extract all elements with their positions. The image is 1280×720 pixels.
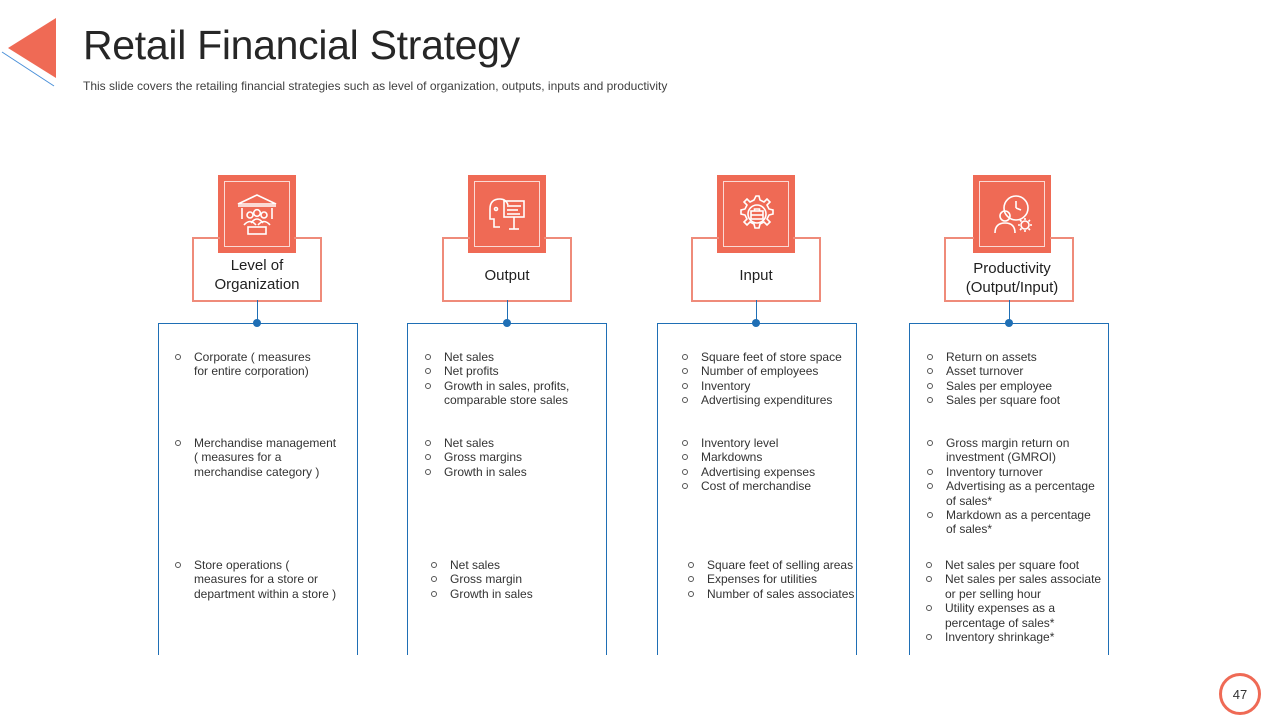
list-item: Advertising expenditures [681, 393, 842, 407]
list-item: Asset turnover [926, 364, 1060, 378]
list-item: Advertising expenses [681, 465, 815, 479]
list-item: Inventory turnover [926, 465, 1095, 479]
column-label-output: Output [484, 267, 530, 284]
list-item: Square feet of selling areas [687, 558, 854, 572]
measure-list: Net sales Net profits Growth in sales, p… [424, 350, 569, 408]
list-item: Inventory shrinkage* [925, 630, 1101, 644]
list-item: Inventory [681, 379, 842, 393]
measure-list: Square feet of selling areas Expenses fo… [687, 558, 854, 601]
page-number-badge: 47 [1219, 673, 1261, 715]
measure-list: Store operations (measures for a store o… [174, 558, 336, 601]
gear-briefcase-icon [717, 175, 795, 253]
column-panel [158, 323, 358, 655]
person-clock-gear-icon [973, 175, 1051, 253]
list-item: Sales per square foot [926, 393, 1060, 407]
presentation-board-icon [468, 175, 546, 253]
column-label-level-of-organization: Level of Organization [214, 257, 300, 293]
list-item: Growth in sales [430, 587, 533, 601]
list-item: Gross margins [424, 450, 527, 464]
list-item: Growth in sales [424, 465, 527, 479]
list-item: Store operations (measures for a store o… [174, 558, 336, 601]
list-item: Sales per employee [926, 379, 1060, 393]
list-item: Net sales [424, 436, 527, 450]
list-item: Cost of merchandise [681, 479, 815, 493]
list-item: Net sales per square foot [925, 558, 1101, 572]
list-item: Net sales [424, 350, 569, 364]
page-subtitle: This slide covers the retailing financia… [83, 79, 668, 93]
column-panel [909, 323, 1109, 655]
column-label-input: Input [739, 267, 773, 284]
page-number: 47 [1232, 686, 1248, 702]
list-item: Number of employees [681, 364, 842, 378]
list-item: Gross margin [430, 572, 533, 586]
list-item: Square feet of store space [681, 350, 842, 364]
column-panel [407, 323, 607, 655]
list-item: Return on assets [926, 350, 1060, 364]
corner-triangle-decoration [1, 18, 56, 87]
measure-list: Inventory level Markdowns Advertising ex… [681, 436, 815, 494]
measure-list: Net sales Gross margins Growth in sales [424, 436, 527, 479]
bank-people-icon [218, 175, 296, 253]
list-item: Net sales [430, 558, 533, 572]
list-item: Net profits [424, 364, 569, 378]
column-label-productivity: Productivity (Output/Input) [965, 260, 1059, 296]
list-item: Growth in sales, profits,comparable stor… [424, 379, 569, 408]
measure-list: Net sales Gross margin Growth in sales [430, 558, 533, 601]
measure-list: Square feet of store space Number of emp… [681, 350, 842, 408]
list-item: Markdowns [681, 450, 815, 464]
list-item: Number of sales associates [687, 587, 854, 601]
list-item: Inventory level [681, 436, 815, 450]
measure-list: Return on assets Asset turnover Sales pe… [926, 350, 1060, 408]
page-title: Retail Financial Strategy [83, 22, 520, 68]
column-panel [657, 323, 857, 655]
list-item: Expenses for utilities [687, 572, 854, 586]
measure-list: Net sales per square foot Net sales per … [925, 558, 1101, 644]
